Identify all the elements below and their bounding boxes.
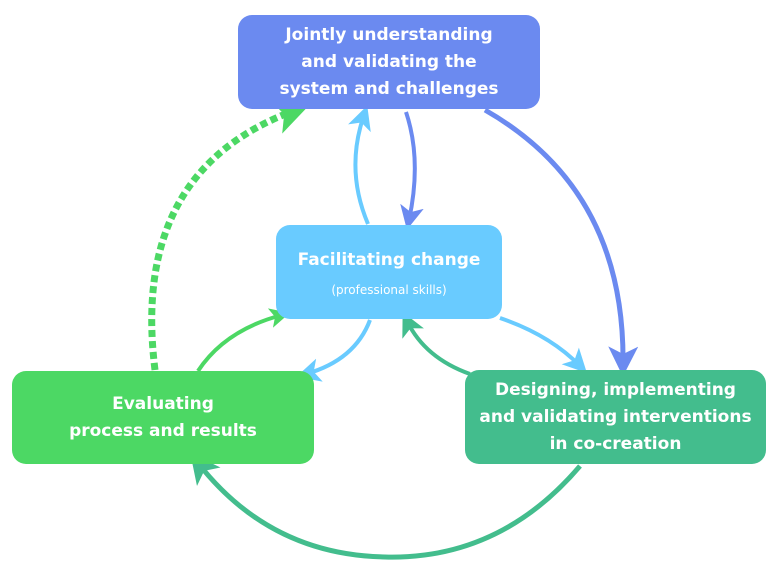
node-right-line-3: in co-creation xyxy=(549,433,682,454)
node-center-title: Facilitating change xyxy=(297,249,481,270)
node-left-line-1: Evaluating xyxy=(112,393,214,414)
edge-left-to-center xyxy=(196,308,290,373)
edge-top-to-right xyxy=(483,107,639,377)
node-understanding-validating: Jointly understanding and validating the… xyxy=(238,15,540,109)
edge-center-to-right xyxy=(499,316,587,374)
edge-left-to-top-dashed xyxy=(148,100,310,371)
node-left-line-2: process and results xyxy=(69,420,257,441)
node-top-line-3: system and challenges xyxy=(279,78,499,99)
node-top-line-1: Jointly understanding xyxy=(285,24,493,45)
node-center-subtitle: (professional skills) xyxy=(331,282,447,297)
node-designing-implementing: Designing, implementing and validating i… xyxy=(465,370,766,464)
edge-right-to-center xyxy=(402,312,471,376)
edge-center-to-left xyxy=(296,319,372,382)
node-evaluating: Evaluating process and results xyxy=(12,371,314,464)
node-facilitating-change: Facilitating change (professional skills… xyxy=(276,225,502,319)
node-top-line-2: and validating the xyxy=(301,51,477,72)
edge-right-to-left xyxy=(190,453,582,560)
edge-center-to-top xyxy=(348,105,371,225)
node-right-line-1: Designing, implementing xyxy=(495,379,736,400)
node-right-line-2: and validating interventions xyxy=(479,406,752,427)
edge-top-to-center xyxy=(400,111,424,230)
